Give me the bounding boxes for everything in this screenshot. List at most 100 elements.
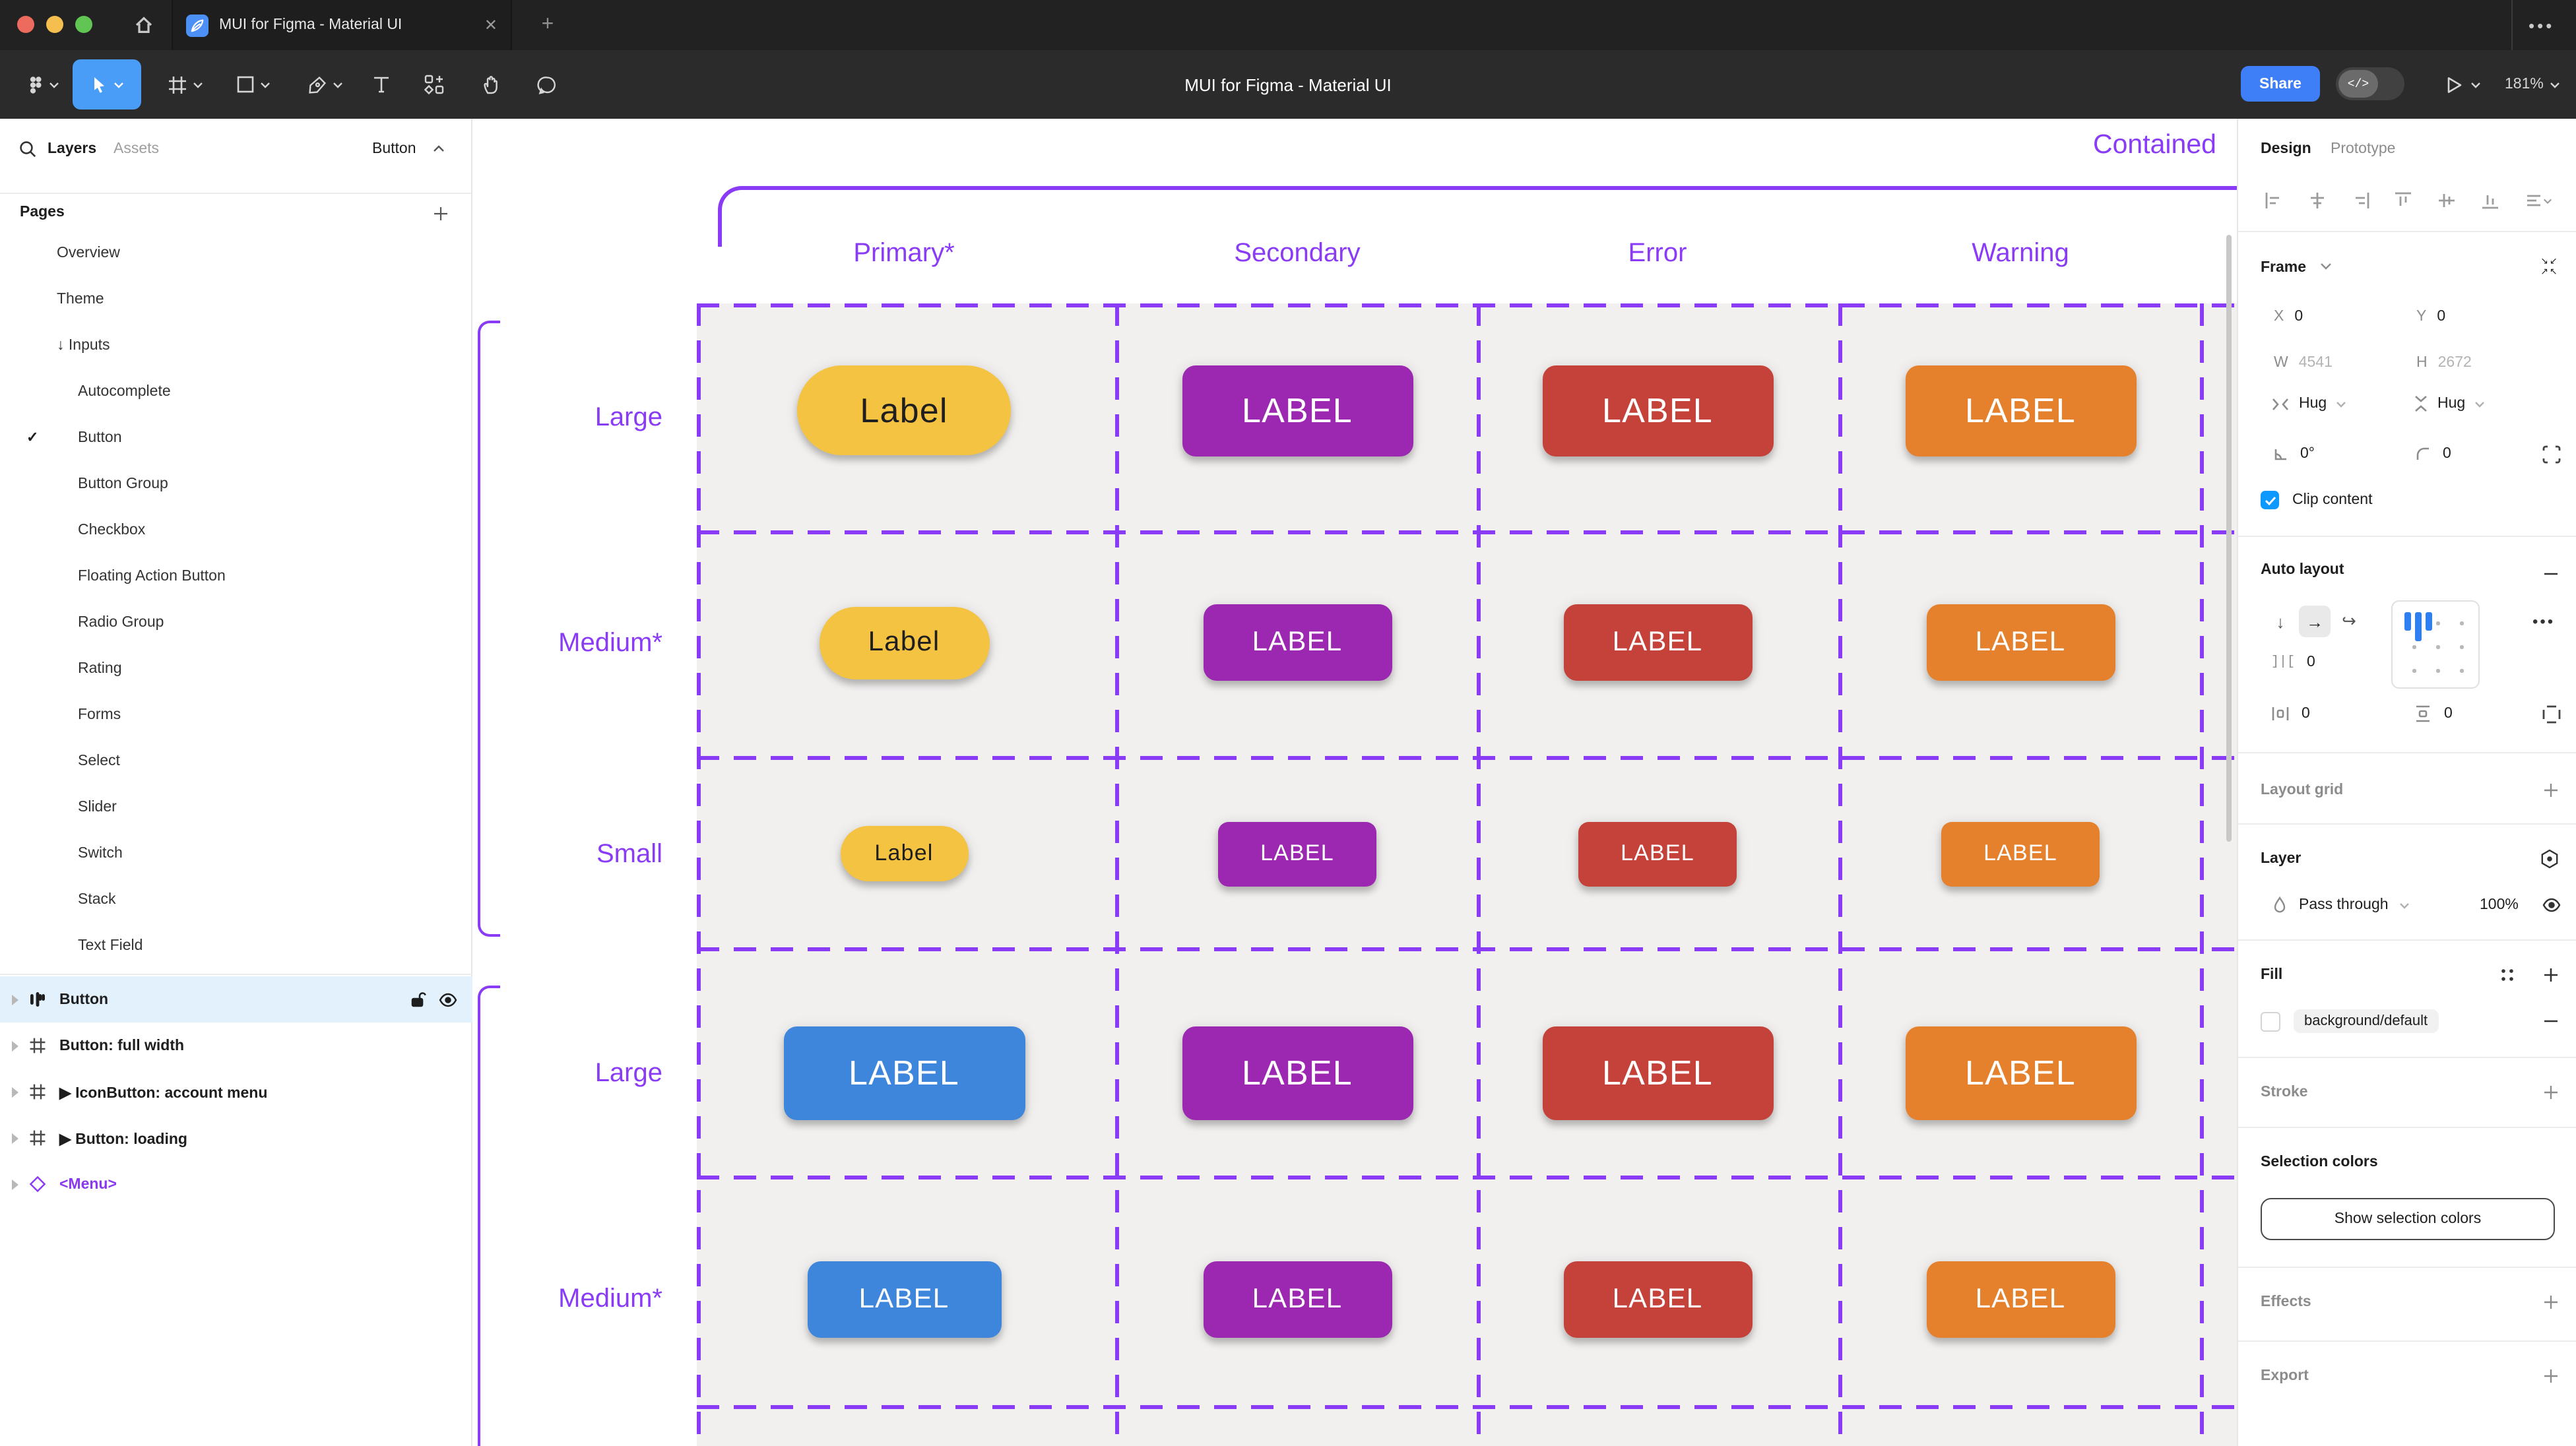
page-item-select[interactable]: Select [0, 738, 472, 784]
horizontal-resize-dropdown[interactable]: Hug [2271, 396, 2346, 412]
main-menu-button[interactable] [13, 59, 71, 110]
page-item-button-group[interactable]: Button Group [0, 460, 472, 507]
align-top-icon[interactable] [2395, 191, 2413, 210]
page-item-forms[interactable]: Forms [0, 691, 472, 738]
clip-content-checkbox[interactable] [2261, 491, 2279, 509]
row-label-0[interactable]: Large [595, 403, 662, 432]
tab-prototype[interactable]: Prototype [2331, 141, 2396, 157]
layer-row-button[interactable]: Button [0, 976, 472, 1022]
layer-row-iconbutton-account-menu[interactable]: ▶ IconButton: account menu [0, 1069, 472, 1115]
canvas-button-small-orange[interactable]: LABEL [1941, 821, 2100, 886]
pen-tool-button[interactable] [293, 59, 356, 110]
row-label-3[interactable]: Large [595, 1059, 662, 1088]
canvas-button-large-red[interactable]: LABEL [1542, 1026, 1773, 1119]
tab-layers[interactable]: Layers [48, 141, 97, 157]
fill-color-swatch[interactable] [2261, 1011, 2280, 1031]
individual-padding-icon[interactable] [2542, 705, 2561, 724]
expand-caret-icon[interactable] [12, 1040, 18, 1051]
canvas-button-medium-orange[interactable]: LABEL [1926, 604, 2115, 681]
canvas-button-medium-red[interactable]: LABEL [1563, 1261, 1752, 1338]
page-item-slider[interactable]: Slider [0, 784, 472, 830]
add-fill-icon[interactable] [2543, 967, 2559, 983]
canvas-button-large-blue[interactable]: LABEL [783, 1026, 1025, 1119]
present-controls[interactable] [2444, 50, 2481, 119]
home-button[interactable] [116, 0, 172, 50]
clip-content-row[interactable]: Clip content [2261, 491, 2372, 509]
column-header-error[interactable]: Error [1628, 239, 1687, 268]
direction-down-button[interactable]: ↓ [2276, 612, 2285, 631]
resources-tool-button[interactable] [412, 59, 457, 110]
page-item-radio-group[interactable]: Radio Group [0, 599, 472, 645]
comment-tool-button[interactable] [523, 59, 570, 110]
page-item-button[interactable]: ✓Button [0, 414, 472, 460]
add-export-icon[interactable] [2543, 1368, 2559, 1384]
column-header-warning[interactable]: Warning [1972, 239, 2069, 268]
search-icon[interactable] [18, 140, 37, 158]
zoom-control[interactable]: 181% [2505, 50, 2561, 119]
layer-row-button-loading[interactable]: ▶ Button: loading [0, 1115, 472, 1161]
distribute-menu[interactable] [2525, 191, 2552, 210]
auto-layout-more-icon[interactable]: ••• [2532, 612, 2556, 631]
collapse-panel-icon[interactable]: ↘↙↗↖ [2540, 257, 2559, 277]
frame-section-header[interactable]: Frame [2261, 260, 2307, 276]
rotation-field[interactable]: 0° [2271, 445, 2315, 463]
canvas-button-medium-purple[interactable]: LABEL [1203, 1261, 1392, 1338]
canvas-button-medium-red[interactable]: LABEL [1563, 604, 1752, 681]
add-layout-grid-icon[interactable] [2543, 782, 2559, 798]
dev-mode-toggle[interactable]: </> [2336, 67, 2404, 100]
move-tool-button[interactable] [73, 59, 141, 110]
add-page-icon[interactable] [433, 206, 449, 222]
page-item-stack[interactable]: Stack [0, 876, 472, 922]
page-item-switch[interactable]: Switch [0, 830, 472, 876]
layer-row-button-full-width[interactable]: Button: full width [0, 1022, 472, 1069]
canvas-button-medium-yellow[interactable]: Label [819, 606, 989, 679]
visibility-eye-icon[interactable] [2542, 897, 2561, 913]
tab-assets[interactable]: Assets [113, 141, 160, 157]
column-header-secondary[interactable]: Secondary [1234, 239, 1361, 268]
window-menu-icon[interactable]: ••• [2528, 15, 2555, 35]
column-header-primary[interactable]: Primary* [853, 239, 955, 268]
row-label-1[interactable]: Medium* [558, 629, 662, 658]
direction-right-button[interactable]: → [2299, 606, 2331, 637]
canvas-button-medium-purple[interactable]: LABEL [1203, 604, 1392, 681]
expand-caret-icon[interactable] [12, 1086, 18, 1097]
vertical-padding-field[interactable]: 0 [2414, 705, 2453, 723]
fill-row[interactable]: background/default [2261, 1009, 2439, 1033]
row-label-4[interactable]: Medium* [558, 1284, 662, 1313]
add-stroke-icon[interactable] [2543, 1084, 2559, 1100]
canvas-button-large-purple[interactable]: LABEL [1182, 365, 1413, 456]
window-zoom-button[interactable] [75, 16, 92, 33]
unlock-icon[interactable] [410, 991, 426, 1008]
frame-name-label[interactable]: Contained [2093, 129, 2216, 160]
frame-tool-button[interactable] [153, 59, 216, 110]
blend-mode-icon[interactable] [2539, 848, 2560, 869]
canvas-button-small-red[interactable]: LABEL [1578, 821, 1737, 886]
tab-close-icon[interactable]: ✕ [484, 16, 498, 34]
align-bottom-icon[interactable] [2481, 191, 2499, 210]
text-tool-button[interactable] [359, 59, 404, 110]
window-minimize-button[interactable] [46, 16, 63, 33]
corner-radius-field[interactable]: 0 [2414, 445, 2451, 463]
align-vertical-center-icon[interactable] [2438, 191, 2457, 210]
align-right-icon[interactable] [2351, 191, 2369, 210]
expand-caret-icon[interactable] [12, 1179, 18, 1189]
tab-design[interactable]: Design [2261, 141, 2311, 157]
canvas-button-large-orange[interactable]: LABEL [1905, 365, 2136, 456]
direction-wrap-button[interactable]: ↩ [2342, 611, 2356, 631]
page-item-theme[interactable]: Theme [0, 276, 472, 322]
canvas-button-large-yellow[interactable]: Label [797, 365, 1011, 455]
page-item-rating[interactable]: Rating [0, 645, 472, 691]
expand-caret-icon[interactable] [12, 994, 18, 1005]
page-item-overview[interactable]: Overview [0, 230, 472, 276]
canvas-scrollbar[interactable] [2226, 235, 2232, 842]
app-tab[interactable]: MUI for Figma - Material UI ✕ [172, 0, 512, 50]
window-close-button[interactable] [17, 16, 34, 33]
vertical-resize-dropdown[interactable]: Hug [2414, 394, 2485, 413]
visibility-eye-icon[interactable] [438, 992, 458, 1008]
share-button[interactable]: Share [2241, 66, 2320, 102]
